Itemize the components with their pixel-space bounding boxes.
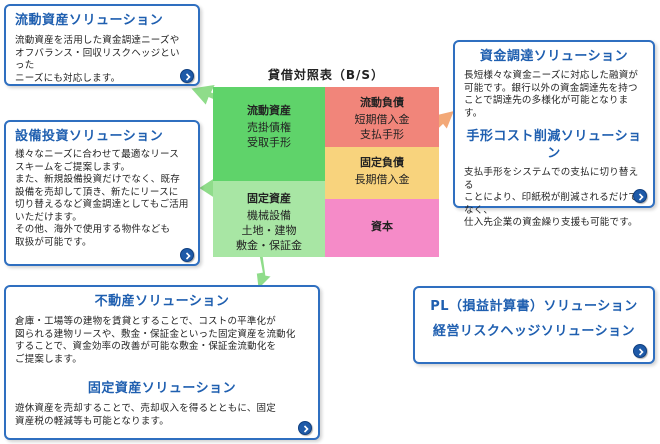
current-assets-cell: 流動資産 売掛債権 受取手形	[213, 87, 325, 181]
current-liabilities-item: 支払手形	[360, 128, 404, 141]
fixed-liabilities-header: 固定負債	[360, 156, 404, 169]
current-assets-item: 売掛債権	[247, 121, 291, 134]
fixed-assets-solution-desc: 遊休資産を売却することで、売却収入を得るとともに、固定 資産税の軽減等も可能とな…	[15, 403, 276, 427]
equipment-title: 設備投資ソリューション	[15, 129, 164, 144]
current-liabilities-cell: 流動負債 短期借入金 支払手形	[325, 87, 439, 147]
real-estate-card[interactable]: 不動産ソリューション 倉庫・工場等の建物を賃貸とすることで、コストの平準化が 図…	[4, 285, 320, 440]
fixed-assets-solution-title: 固定資産ソリューション	[87, 381, 237, 396]
current-assets-header: 流動資産	[247, 104, 291, 117]
balance-sheet-title: 貸借対照表（B/S）	[267, 68, 385, 82]
liquid-assets-desc: 流動資産を活用した資金調達ニーズや オフバランス・回収リスクヘッジといった ニー…	[15, 35, 180, 84]
risk-hedge-title: 経営リスクヘッジソリューション	[432, 324, 636, 339]
chevron-right-icon	[303, 425, 309, 433]
fixed-assets-header: 固定資産	[247, 192, 291, 205]
funding-more-button[interactable]	[633, 189, 647, 203]
fixed-assets-item: 機械設備	[247, 209, 291, 222]
funding-card[interactable]: 資金調達ソリューション 長短様々な資金ニーズに対応した融資が 可能です。銀行以外…	[453, 40, 655, 228]
equity-cell: 資本	[325, 199, 439, 257]
equipment-more-button[interactable]	[180, 248, 194, 262]
current-assets-item: 受取手形	[247, 136, 291, 149]
chevron-right-icon	[185, 252, 191, 260]
chevron-right-icon	[638, 193, 644, 201]
real-estate-title: 不動産ソリューション	[94, 294, 230, 309]
real-estate-more-button[interactable]	[298, 421, 312, 435]
funding-desc: 長短様々な資金ニーズに対応した融資が 可能です。銀行以外の資金調達先を持つ こと…	[464, 70, 639, 119]
bill-cost-desc: 支払手形をシステムでの支払に切り替える ことにより、印紙税が削減されるだけでなく…	[464, 167, 639, 228]
liquid-assets-card[interactable]: 流動資産ソリューション 流動資産を活用した資金調達ニーズや オフバランス・回収リ…	[4, 4, 200, 86]
liquid-assets-more-button[interactable]	[180, 69, 194, 83]
liquid-assets-title: 流動資産ソリューション	[15, 13, 164, 28]
fixed-assets-cell: 固定資産 機械設備 土地・建物 敷金・保証金	[213, 181, 325, 257]
current-liabilities-item: 短期借入金	[354, 113, 410, 126]
fixed-liabilities-cell: 固定負債 長期借入金	[325, 147, 439, 199]
real-estate-desc: 倉庫・工場等の建物を賃貸とすることで、コストの平準化が 図られる建物リースや、敷…	[15, 316, 296, 365]
equity-header: 資本	[371, 220, 393, 233]
current-liabilities-header: 流動負債	[360, 96, 404, 109]
funding-title: 資金調達ソリューション	[479, 49, 629, 64]
equipment-desc: 様々なニーズに合わせて最適なリース スキームをご提案します。 また、新規設備投資…	[15, 149, 189, 248]
equipment-card[interactable]: 設備投資ソリューション 様々なニーズに合わせて最適なリース スキームをご提案しま…	[4, 120, 200, 266]
fixed-assets-item: 敷金・保証金	[236, 239, 302, 252]
pl-title: PL（損益計算書）ソリューション	[430, 299, 638, 314]
fixed-liabilities-item: 長期借入金	[354, 173, 410, 186]
pl-more-button[interactable]	[633, 344, 647, 358]
balance-sheet: 流動資産 売掛債権 受取手形 固定資産 機械設備 土地・建物 敷金・保証金 流動…	[213, 87, 439, 257]
fixed-assets-item: 土地・建物	[241, 224, 297, 237]
chevron-right-icon	[638, 348, 644, 356]
chevron-right-icon	[185, 73, 191, 81]
bill-cost-title: 手形コスト削減ソリューション	[466, 129, 642, 161]
pl-card[interactable]: PL（損益計算書）ソリューション 経営リスクヘッジソリューション	[413, 286, 655, 364]
